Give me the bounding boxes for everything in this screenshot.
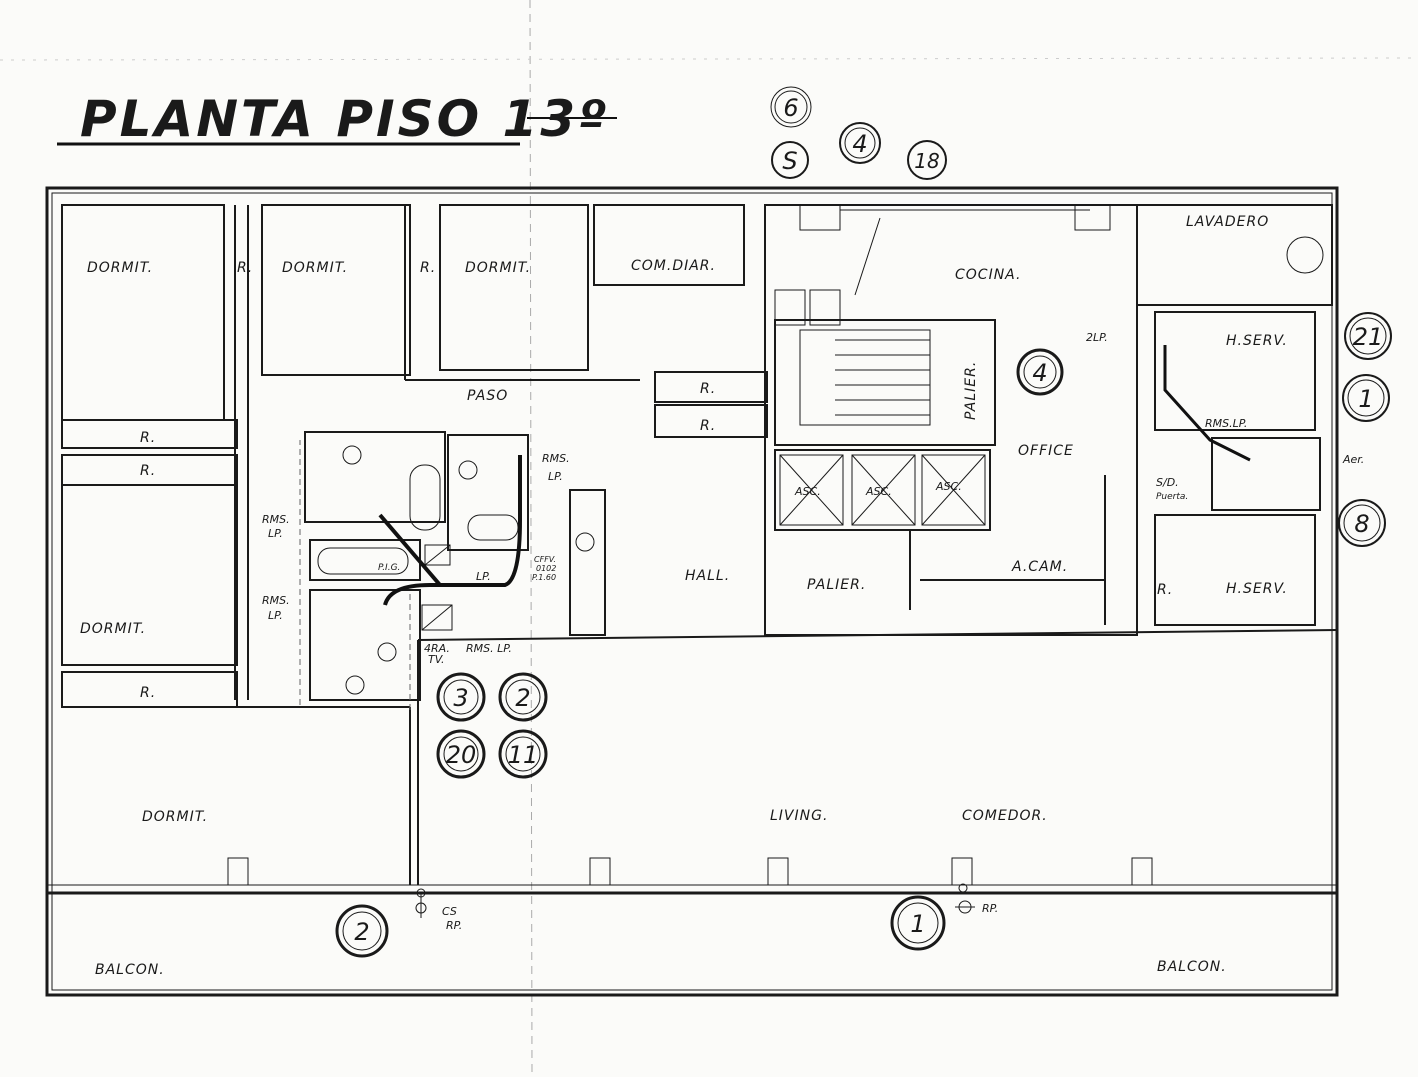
room-label: R.: [700, 381, 716, 397]
svg-text:Puerta.: Puerta.: [1156, 492, 1188, 502]
room-label: R.: [140, 430, 156, 446]
room-label: COMEDOR.: [962, 808, 1048, 824]
marker-2-center: 2: [498, 672, 548, 722]
svg-text:4: 4: [1032, 359, 1047, 387]
svg-text:11: 11: [508, 741, 539, 769]
marker-11: 11: [498, 729, 548, 779]
plan-title: PLANTA PISO 13º: [80, 90, 609, 148]
room-label: COCINA.: [955, 267, 1021, 283]
svg-text:4RA.: 4RA.: [424, 642, 450, 655]
svg-text:RP.: RP.: [446, 919, 462, 932]
room-label: R.: [1157, 582, 1173, 598]
svg-text:TV.: TV.: [428, 653, 444, 666]
svg-text:4: 4: [852, 130, 867, 158]
marker-2-bottom: 2: [335, 904, 389, 958]
room-label: R.: [700, 418, 716, 434]
room-label: DORMIT.: [142, 809, 208, 825]
room-label: DORMIT.: [282, 260, 348, 276]
elevator-label: ASC.: [865, 485, 892, 498]
marker-s: S: [771, 141, 809, 179]
marker-6: 6: [770, 86, 812, 128]
room-label: PASO: [467, 388, 508, 404]
svg-text:3: 3: [453, 684, 468, 712]
room-label: LAVADERO: [1186, 214, 1269, 230]
room-label: R.: [237, 260, 253, 276]
fold-line: [529, 0, 533, 1077]
svg-text:2: 2: [354, 918, 369, 946]
room-labels: DORMIT. R. DORMIT. R. DORMIT. COM.DIAR. …: [80, 214, 1288, 978]
pipe-run: [1163, 345, 1251, 462]
svg-text:RMS.: RMS.: [262, 594, 290, 607]
room-label: DORMIT.: [80, 621, 146, 637]
svg-text:18: 18: [914, 149, 939, 173]
svg-text:CFFV.: CFFV.: [534, 555, 556, 564]
room-label: R.: [420, 260, 436, 276]
pipe-run: [378, 513, 442, 587]
elevator-label: ASC.: [794, 485, 821, 498]
room-label: DORMIT.: [465, 260, 531, 276]
svg-text:LP.: LP.: [268, 609, 283, 622]
room-label: R.: [140, 463, 156, 479]
svg-text:20: 20: [446, 741, 477, 769]
marker-4-top: 4: [839, 122, 881, 164]
marker-21: 21: [1344, 312, 1392, 360]
svg-text:8: 8: [1354, 510, 1369, 538]
room-label: R.: [140, 685, 156, 701]
svg-text:LP.: LP.: [548, 470, 563, 483]
pipe-run: [383, 455, 522, 606]
marker-4-office: 4: [1016, 348, 1064, 396]
svg-text:CS: CS: [442, 905, 457, 918]
svg-text:RMS.: RMS.: [262, 513, 290, 526]
svg-text:P.1.60: P.1.60: [532, 573, 556, 582]
room-label: LIVING.: [770, 808, 828, 824]
room-label: PALIER.: [807, 577, 866, 593]
elevator-label: ASC.: [935, 480, 962, 493]
svg-text:P.I.G.: P.I.G.: [378, 563, 400, 573]
svg-text:Aer.: Aer.: [1342, 453, 1364, 466]
marker-1-right: 1: [1342, 374, 1390, 422]
marker-20: 20: [436, 729, 486, 779]
svg-text:2LP.: 2LP.: [1086, 331, 1108, 344]
room-label: BALCON.: [1157, 959, 1227, 975]
marker-3: 3: [436, 672, 486, 722]
room-label: A.CAM.: [1011, 559, 1068, 575]
marker-18: 18: [907, 140, 947, 180]
svg-text:RP.: RP.: [982, 902, 998, 915]
svg-text:RMS.LP.: RMS.LP.: [1205, 417, 1247, 430]
svg-text:2: 2: [515, 684, 530, 712]
svg-text:6: 6: [783, 94, 798, 122]
svg-text:RMS. LP.: RMS. LP.: [466, 642, 512, 655]
room-label: HALL.: [685, 568, 730, 584]
fold-line: [0, 57, 1418, 61]
marker-8: 8: [1338, 499, 1386, 547]
room-label: DORMIT.: [87, 260, 153, 276]
walls: [45, 186, 1339, 997]
room-label: H.SERV.: [1226, 581, 1288, 597]
svg-text:LP.: LP.: [268, 527, 283, 540]
room-label: BALCON.: [95, 962, 165, 978]
svg-text:RMS.: RMS.: [542, 452, 570, 465]
svg-text:LP.: LP.: [476, 570, 491, 583]
svg-text:1: 1: [910, 910, 925, 938]
room-label: PALIER.: [963, 361, 979, 420]
marker-1-bottom: 1: [890, 895, 946, 951]
svg-text:21: 21: [1353, 323, 1384, 351]
svg-text:S: S: [782, 147, 797, 175]
room-label: COM.DIAR.: [631, 258, 716, 274]
room-label: H.SERV.: [1226, 333, 1288, 349]
svg-text:S/D.: S/D.: [1156, 476, 1179, 489]
svg-text:0102: 0102: [536, 564, 556, 573]
room-label: OFFICE: [1018, 443, 1074, 459]
svg-text:1: 1: [1358, 385, 1373, 413]
annotations: RMS. LP. RMS. LP. RMS. LP. RMS. LP. RMS.…: [262, 331, 1364, 932]
markers: 6 S 4 18 21 1 8 4 3 2 20 11 2 1: [335, 86, 1392, 958]
